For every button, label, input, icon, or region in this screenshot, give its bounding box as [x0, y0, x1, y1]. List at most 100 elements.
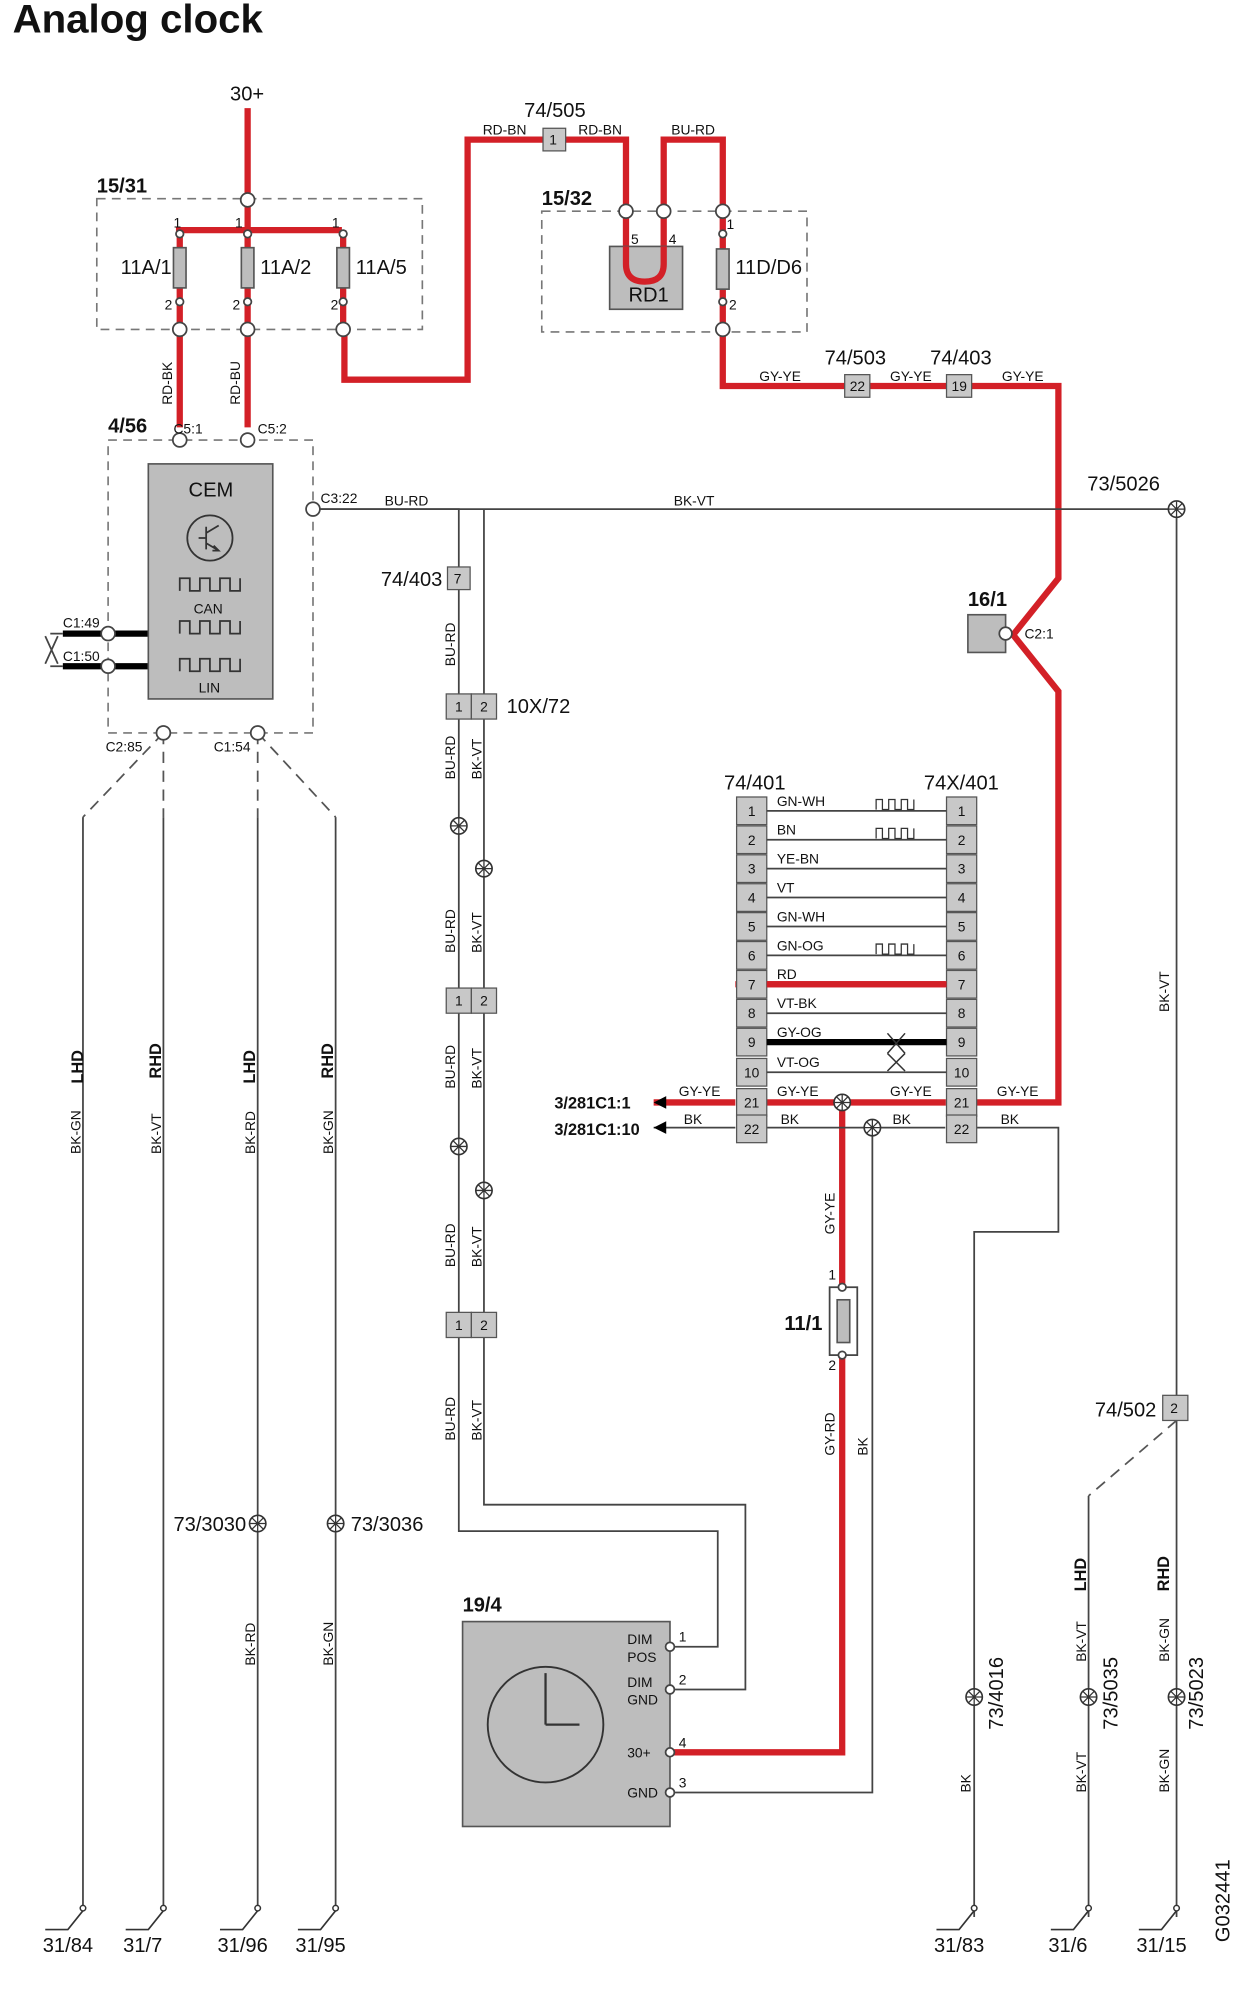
fuse-box-15-31: [95, 197, 424, 331]
wire-color-label: GN-OG: [777, 937, 824, 953]
fuse-11d-d6: 11D/D6: [715, 248, 802, 290]
connector-pin: [945, 825, 978, 855]
splice-icon: [965, 1688, 984, 1706]
svg-text:BK-VT: BK-VT: [468, 1226, 484, 1267]
wire-color-label: BN: [777, 822, 796, 838]
svg-text:2: 2: [729, 296, 737, 312]
pin-number: 2: [958, 832, 966, 848]
rotated-labels: RD-BK RD-BU BU-RD BU-RD BK-VT BU-RD BK-V…: [67, 361, 1234, 1942]
fuse-11a-5: 11A/5: [336, 246, 407, 289]
twisted-pair-icon: [886, 1032, 906, 1054]
inline-connectors: 1 22 19 7 1 2 1 2 1 2 2: [445, 127, 1189, 1422]
pin-number: 3: [748, 861, 756, 877]
bus-wires: GN-WHBNYE-BNVTGN-WHGN-OGRDVT-BKGY-OGVT-O…: [766, 793, 947, 1074]
pin-number: 21: [744, 1094, 759, 1110]
svg-text:73/5035: 73/5035: [1100, 1657, 1122, 1730]
svg-text:BK-VT: BK-VT: [1156, 971, 1172, 1012]
svg-text:LHD: LHD: [241, 1050, 259, 1084]
svg-text:C5:2: C5:2: [258, 421, 287, 437]
pin-number: 6: [748, 947, 756, 963]
ground-label: 31/6: [1048, 1935, 1087, 1957]
clock-19-4: 19/4: [461, 1595, 671, 1828]
svg-text:RD-BU: RD-BU: [227, 361, 243, 405]
svg-text:73/3036: 73/3036: [351, 1514, 424, 1536]
svg-text:GY-RD: GY-RD: [822, 1412, 838, 1455]
svg-text:BU-RD: BU-RD: [442, 1223, 458, 1267]
pin-number: 9: [748, 1034, 756, 1050]
pin-number: 1: [958, 803, 966, 819]
label-74-401: 74/401: [724, 772, 786, 794]
ground-icon: [219, 1904, 262, 1931]
svg-text:LHD: LHD: [69, 1050, 87, 1084]
component-16-1: 16/1: [967, 589, 1007, 654]
splice-icon: [833, 1093, 852, 1112]
svg-text:CAN: CAN: [194, 600, 223, 616]
fuse-11a-2: 11A/2: [240, 246, 311, 289]
svg-text:C1:54: C1:54: [214, 739, 251, 755]
ground-icon: [45, 1904, 87, 1931]
svg-text:BU-RD: BU-RD: [385, 492, 429, 508]
svg-text:2: 2: [233, 296, 241, 312]
svg-text:74/503: 74/503: [825, 348, 887, 370]
labels: 30+ 15/31 15/32 4/56 74/505 RD-BN RD-BN …: [63, 84, 1160, 1536]
svg-text:RD-BK: RD-BK: [159, 361, 175, 405]
svg-text:11/1: 11/1: [784, 1313, 822, 1335]
wire-color-label: GY-OG: [777, 1024, 822, 1040]
splice-icon: [449, 816, 468, 835]
wire-color-label: VT: [777, 880, 795, 896]
svg-text:16/1: 16/1: [968, 589, 1007, 611]
svg-text:BK-VT: BK-VT: [674, 492, 715, 508]
svg-text:1: 1: [235, 215, 243, 231]
pulse-icon: [875, 827, 915, 840]
svg-text:BU-RD: BU-RD: [671, 122, 715, 138]
svg-text:BU-RD: BU-RD: [442, 1045, 458, 1089]
svg-text:RD1: RD1: [629, 285, 669, 307]
ground-icon: [125, 1904, 167, 1931]
ground-label: 31/15: [1136, 1935, 1186, 1957]
pin-number: 8: [748, 1005, 756, 1021]
svg-text:5: 5: [631, 231, 639, 247]
svg-text:1: 1: [455, 1317, 463, 1333]
svg-text:1: 1: [455, 993, 463, 1009]
wire-color-label: RD: [777, 966, 797, 982]
pulse-icon: [875, 798, 915, 811]
svg-text:BK-GN: BK-GN: [320, 1110, 336, 1154]
svg-text:GY-YE: GY-YE: [1002, 368, 1044, 384]
signal-wires: [44, 508, 1178, 1917]
svg-text:73/3030: 73/3030: [173, 1514, 246, 1536]
svg-text:BU-RD: BU-RD: [442, 736, 458, 780]
svg-text:BK-VT: BK-VT: [468, 738, 484, 779]
connector-pin: [735, 883, 768, 913]
svg-text:BU-RD: BU-RD: [442, 1397, 458, 1441]
svg-text:BK: BK: [684, 1111, 703, 1127]
svg-text:1: 1: [332, 215, 340, 231]
pin-number: 4: [958, 890, 966, 906]
svg-text:BK: BK: [892, 1111, 911, 1127]
connector-pin: [735, 796, 768, 826]
svg-text:GY-YE: GY-YE: [759, 368, 801, 384]
svg-text:BK-VT: BK-VT: [1073, 1621, 1089, 1662]
ground-icon: [936, 1904, 978, 1931]
pin-number: 1: [748, 803, 756, 819]
splice-symbols: [248, 500, 1186, 1706]
svg-text:BK-VT: BK-VT: [468, 1399, 484, 1440]
pin-number: 9: [958, 1034, 966, 1050]
ground-label: 31/96: [217, 1935, 267, 1957]
pin-number: 7: [748, 976, 756, 992]
clock-pin-number: 2: [679, 1671, 687, 1687]
svg-text:1: 1: [173, 215, 181, 231]
svg-text:GY-YE: GY-YE: [679, 1083, 721, 1099]
svg-text:4: 4: [669, 231, 677, 247]
splice-icon: [1167, 500, 1186, 519]
svg-text:C1:49: C1:49: [63, 614, 100, 630]
svg-text:10X/72: 10X/72: [507, 696, 571, 718]
ground-label: 31/84: [43, 1935, 93, 1957]
connector-pin: [735, 1057, 768, 1087]
svg-text:15/31: 15/31: [97, 175, 147, 197]
svg-text:RHD: RHD: [147, 1043, 165, 1079]
optional-wires: [82, 732, 1178, 1497]
svg-text:1: 1: [455, 699, 463, 715]
svg-text:1: 1: [549, 132, 557, 148]
